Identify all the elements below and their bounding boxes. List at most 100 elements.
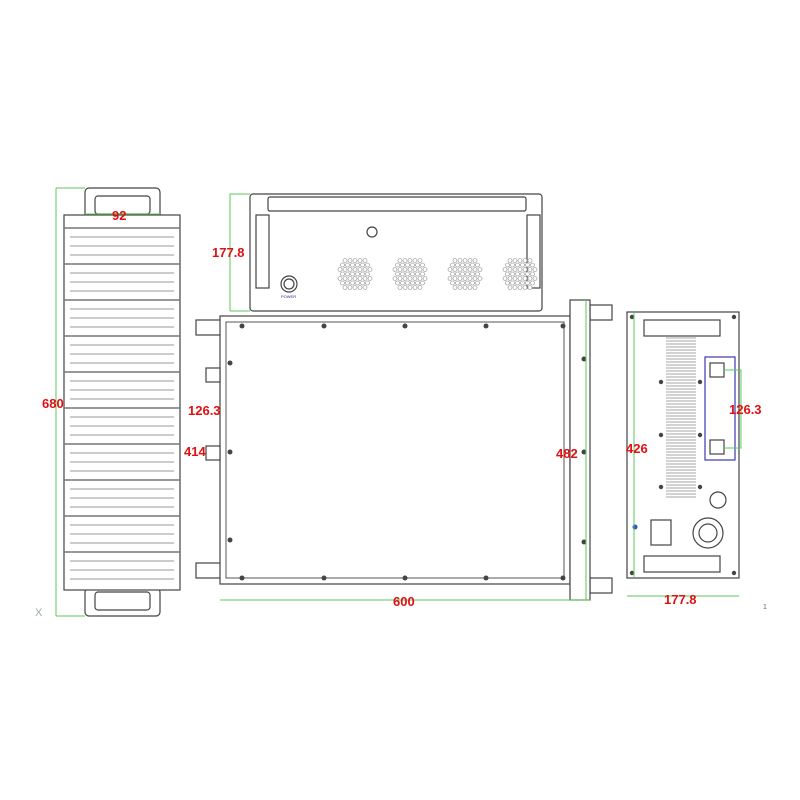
vent-hole bbox=[417, 258, 423, 263]
vent-hole bbox=[347, 285, 353, 290]
screw bbox=[731, 570, 737, 576]
vent-hole bbox=[472, 267, 478, 272]
vent-hole bbox=[502, 276, 508, 281]
vent-hole bbox=[515, 262, 520, 268]
vent-hole bbox=[402, 276, 408, 281]
vent-hole bbox=[417, 276, 423, 281]
page-mark: 1 bbox=[763, 604, 767, 611]
vent-hole bbox=[510, 280, 515, 286]
port-offset-label: 414 bbox=[184, 444, 206, 459]
vent-hole bbox=[462, 267, 468, 272]
vent-hole bbox=[337, 276, 343, 281]
heatsink-fins bbox=[64, 227, 180, 580]
vent-hole bbox=[465, 280, 470, 286]
vent-hole bbox=[455, 280, 460, 286]
vent-hole bbox=[392, 267, 398, 272]
screw bbox=[658, 379, 664, 385]
vent-hole bbox=[517, 267, 523, 272]
vent-hole bbox=[362, 258, 368, 263]
screw bbox=[560, 323, 566, 329]
vent-hole bbox=[355, 271, 360, 277]
vent-hole bbox=[512, 285, 518, 290]
vent-hole bbox=[530, 262, 535, 268]
rear-heatsink bbox=[629, 314, 737, 576]
control-connector bbox=[709, 491, 727, 509]
vent-hole bbox=[360, 262, 365, 268]
vent-hole bbox=[415, 271, 420, 277]
vent-hole bbox=[337, 267, 343, 272]
vent-hole bbox=[467, 276, 473, 281]
vent-hole bbox=[420, 262, 425, 268]
vent-hole bbox=[515, 280, 520, 286]
vent-hole bbox=[462, 285, 468, 290]
vent-hole bbox=[415, 262, 420, 268]
vent-hole bbox=[412, 285, 418, 290]
rack-ear bbox=[195, 319, 223, 336]
screws bbox=[227, 323, 587, 581]
vent-hole bbox=[520, 262, 525, 268]
vent-hole bbox=[460, 271, 465, 277]
vent-hole bbox=[467, 267, 473, 272]
vent-hole bbox=[502, 267, 508, 272]
vent-hole bbox=[407, 267, 413, 272]
vent-hole bbox=[340, 262, 345, 268]
rear-top-handle bbox=[643, 319, 721, 337]
vent-hole bbox=[512, 267, 518, 272]
vent-hole bbox=[410, 262, 415, 268]
vent-hole bbox=[527, 276, 533, 281]
vent-hole bbox=[470, 271, 475, 277]
vent-hole bbox=[352, 276, 358, 281]
vent-hole bbox=[527, 267, 533, 272]
screw bbox=[239, 575, 245, 581]
vent-hole bbox=[345, 271, 350, 277]
rf-port bbox=[205, 445, 221, 461]
vent-hole bbox=[415, 280, 420, 286]
vent-hole bbox=[525, 271, 530, 277]
vent-hole bbox=[457, 258, 463, 263]
rf-port bbox=[205, 367, 221, 383]
vent-hole bbox=[510, 262, 515, 268]
fan-inner bbox=[698, 523, 718, 543]
vent-hole bbox=[507, 285, 513, 290]
vent-hole bbox=[395, 280, 400, 286]
vent-hole bbox=[355, 262, 360, 268]
vent-hole bbox=[450, 280, 455, 286]
front-height-label: 177.8 bbox=[212, 245, 245, 260]
screw bbox=[560, 575, 566, 581]
front-top-strip bbox=[267, 196, 527, 212]
vent-hole bbox=[522, 267, 528, 272]
side-body bbox=[63, 214, 181, 591]
top-body bbox=[219, 315, 571, 585]
vent-hole bbox=[350, 271, 355, 277]
vent-hole bbox=[345, 280, 350, 286]
power-knob-inner bbox=[283, 278, 295, 290]
side-view: 92 680 bbox=[42, 187, 181, 617]
vent-hole bbox=[350, 280, 355, 286]
vent-hole bbox=[405, 262, 410, 268]
vent-hole bbox=[517, 258, 523, 263]
vent-hole bbox=[342, 258, 348, 263]
rf-connector bbox=[709, 439, 725, 455]
vent-hole bbox=[412, 267, 418, 272]
vent-hole bbox=[520, 271, 525, 277]
vent-hole bbox=[512, 258, 518, 263]
side-length-label: 680 bbox=[42, 396, 64, 411]
vent-hole bbox=[397, 258, 403, 263]
vent-hole bbox=[342, 267, 348, 272]
vent-hole bbox=[515, 271, 520, 277]
screw bbox=[697, 484, 703, 490]
vent-hole bbox=[412, 258, 418, 263]
vent-hole bbox=[517, 285, 523, 290]
vent-hole bbox=[360, 280, 365, 286]
vent-hole bbox=[472, 258, 478, 263]
vent-hole bbox=[527, 258, 533, 263]
vent-hole bbox=[395, 271, 400, 277]
screw bbox=[697, 379, 703, 385]
vent-hole bbox=[450, 262, 455, 268]
side-width-label: 92 bbox=[112, 208, 126, 223]
vent-hole bbox=[392, 276, 398, 281]
vent-hole bbox=[405, 271, 410, 277]
vent-grilles bbox=[337, 258, 538, 290]
rack-ear bbox=[195, 562, 223, 579]
vent-hole bbox=[410, 280, 415, 286]
